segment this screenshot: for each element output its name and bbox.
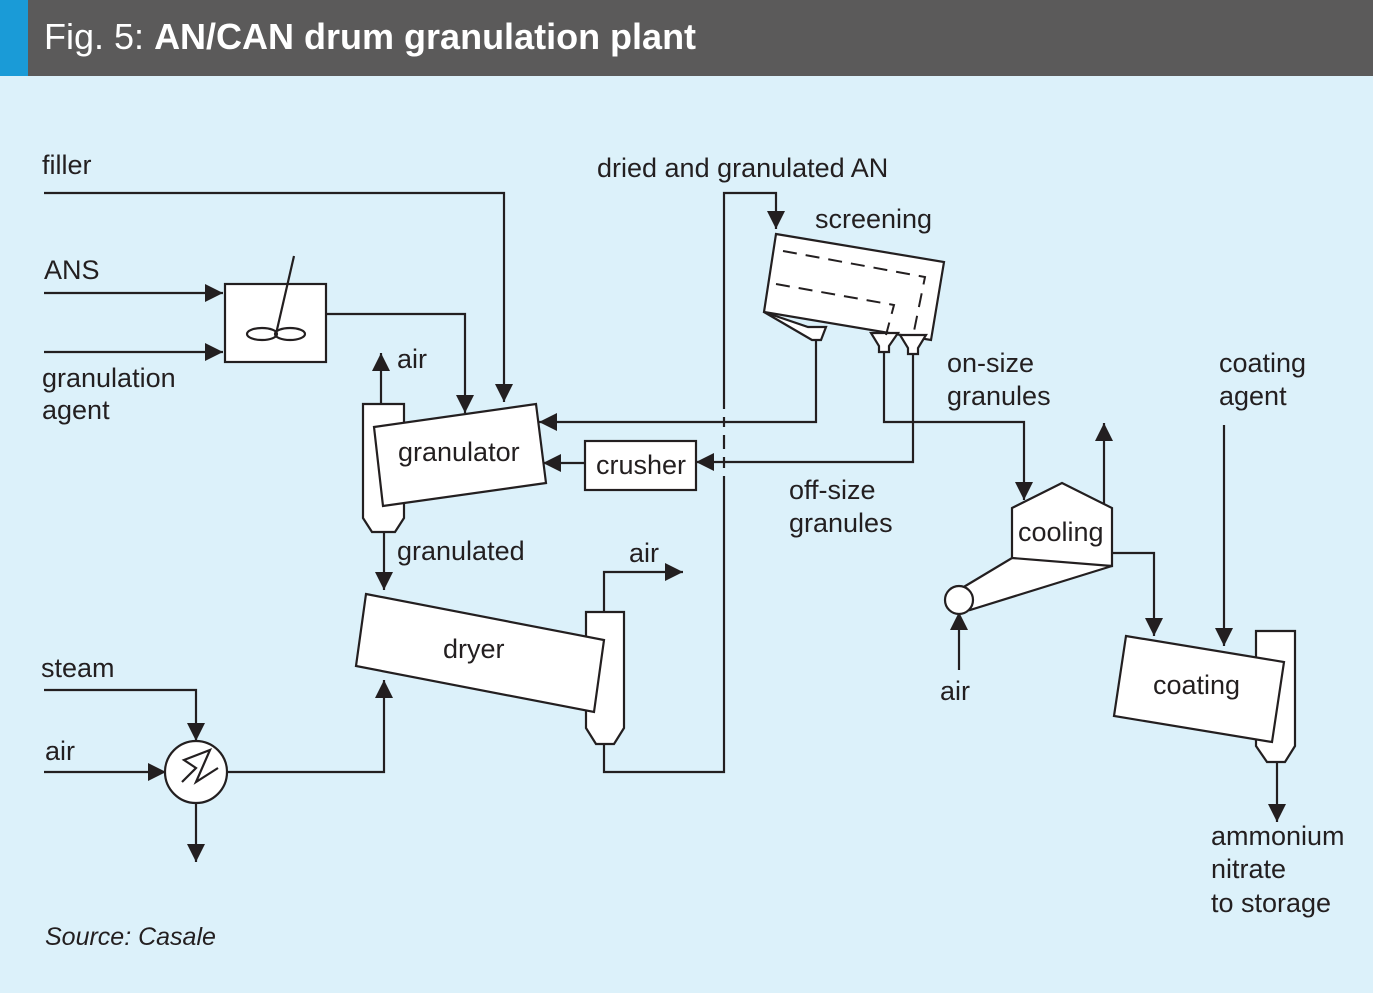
heater-air-label: air [45, 736, 75, 766]
granulator-air-label: air [397, 344, 427, 374]
cooler-fan [943, 584, 975, 616]
off-size-label-2: granules [789, 508, 893, 538]
on-size-line [882, 352, 1033, 500]
coating-label: coating [1153, 670, 1240, 700]
dryer-to-screening-line [602, 191, 785, 774]
screen-hopper-offsize [898, 333, 928, 356]
granulator-label: granulator [398, 437, 520, 467]
mixer-to-granulator-line [326, 312, 474, 413]
ans-label: ANS [44, 255, 100, 285]
screening-deck-upper [782, 250, 927, 337]
figure-title: Fig. 5: AN/CAN drum granulation plant [44, 16, 696, 58]
steam-line [44, 688, 205, 741]
off-size-line [696, 352, 915, 471]
title-accent-bar [0, 0, 28, 76]
title-bar: Fig. 5: AN/CAN drum granulation plant [0, 0, 1373, 76]
filler-line [44, 191, 513, 402]
crusher-box [583, 439, 698, 492]
hot-air-line [227, 680, 393, 774]
mixer-tank [223, 282, 328, 364]
coating-agent-label-2: agent [1219, 381, 1287, 411]
agitator-blade-right [273, 326, 307, 342]
product-label-3: to storage [1211, 888, 1331, 918]
granulated-label: granulated [397, 536, 525, 566]
product-label-1: ammonium [1211, 821, 1345, 851]
granulation-agent-label-1: granulation [42, 363, 176, 393]
process-flow-diagram: granulator crusher dryer screening cooli… [41, 150, 1345, 951]
figure-title-main: AN/CAN drum granulation plant [154, 16, 697, 57]
cooler-duct [960, 556, 1113, 612]
cooling-unit [1010, 481, 1114, 568]
filler-label: filler [42, 150, 92, 180]
diagram-panel: granulator crusher dryer screening cooli… [0, 76, 1373, 993]
granulation-agent-label-2: agent [42, 395, 110, 425]
agitator-shaft [274, 255, 296, 335]
cooling-to-coating-line [1112, 551, 1163, 636]
product-label-2: nitrate [1211, 854, 1286, 884]
dried-an-label: dried and granulated AN [597, 153, 888, 183]
dryer-label: dryer [443, 634, 505, 664]
cooling-label: cooling [1018, 517, 1104, 547]
figure-number: Fig. 5: [44, 16, 145, 57]
oversize-recycle-line [539, 340, 818, 431]
coating-drum [1112, 634, 1286, 744]
off-size-label-1: off-size [789, 475, 876, 505]
steam-label: steam [41, 653, 115, 683]
coating-agent-label-1: coating [1219, 348, 1306, 378]
air-heater [163, 739, 229, 805]
screening-label: screening [815, 204, 932, 234]
heater-coil [181, 748, 219, 785]
on-size-label-1: on-size [947, 348, 1034, 378]
agitator-blade-left [245, 326, 279, 342]
crusher-label: crusher [596, 450, 686, 480]
screen-hopper-onsize [869, 331, 901, 354]
dryer-air-label: air [629, 538, 659, 568]
on-size-label-2: granules [947, 381, 1051, 411]
dryer-drum [354, 592, 606, 714]
granulator-drum [372, 402, 548, 508]
screening-deck-lower [775, 283, 896, 336]
source-note: Source: Casale [45, 923, 216, 951]
dryer-air-line [602, 563, 683, 612]
cooler-air-label: air [940, 676, 970, 706]
screen-hopper-oversize [763, 310, 828, 342]
screening-deck [762, 232, 946, 342]
